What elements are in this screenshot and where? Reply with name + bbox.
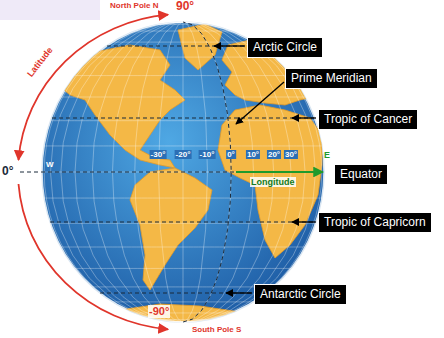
leader-line: [236, 82, 284, 124]
special-parallels: [20, 46, 322, 293]
south-america: [130, 168, 212, 290]
equator-line: [20, 172, 322, 173]
map-label: 90°: [176, 0, 194, 14]
label-text: Prime Meridian: [291, 71, 372, 86]
map-label: -90°: [148, 305, 170, 318]
label-box: Equator: [334, 164, 388, 185]
label-box: Arctic Circle: [247, 37, 323, 58]
map-label: Latitude: [25, 45, 55, 79]
latitude-arc-north: [19, 15, 169, 160]
map-label: -20°: [175, 150, 192, 159]
label-text: Equator: [340, 167, 382, 182]
map-label: 30°: [284, 150, 298, 159]
map-label: Longitude: [250, 177, 296, 187]
map-label: 20°: [267, 150, 281, 159]
label-box: Antarctic Circle: [254, 284, 347, 305]
map-label: 0°: [226, 150, 236, 159]
label-text: Arctic Circle: [253, 40, 317, 55]
arctic-circle-line: [107, 46, 259, 47]
label-text: Tropic of Cancer: [324, 112, 412, 127]
map-label: 0°: [2, 165, 13, 179]
tropic-capricorn-line: [50, 222, 316, 223]
leader-line: [292, 221, 316, 222]
map-label: W: [46, 160, 54, 169]
leader-line: [214, 45, 245, 46]
tropic-cancer-line: [52, 118, 314, 119]
map-label: -30°: [150, 150, 167, 159]
label-box: Prime Meridian: [285, 68, 378, 89]
label-text: Tropic of Capricorn: [324, 215, 426, 230]
map-label: North Pole N: [110, 1, 158, 10]
label-text: Antarctic Circle: [260, 287, 341, 302]
label-box: Tropic of Cancer: [318, 109, 418, 130]
africa: [218, 105, 322, 258]
leader-line: [226, 292, 252, 293]
map-label: E: [324, 150, 330, 160]
corner-tint: [0, 0, 100, 20]
label-box: Tropic of Capricorn: [318, 212, 432, 233]
antarctic-circle-line: [100, 293, 266, 294]
map-label: -10°: [199, 150, 216, 159]
longitude-arrow: [236, 171, 323, 173]
map-label: 10°: [246, 150, 260, 159]
map-label: South Pole S: [192, 325, 241, 334]
latitude-arc-south: [19, 184, 169, 329]
leader-line: [292, 117, 316, 118]
